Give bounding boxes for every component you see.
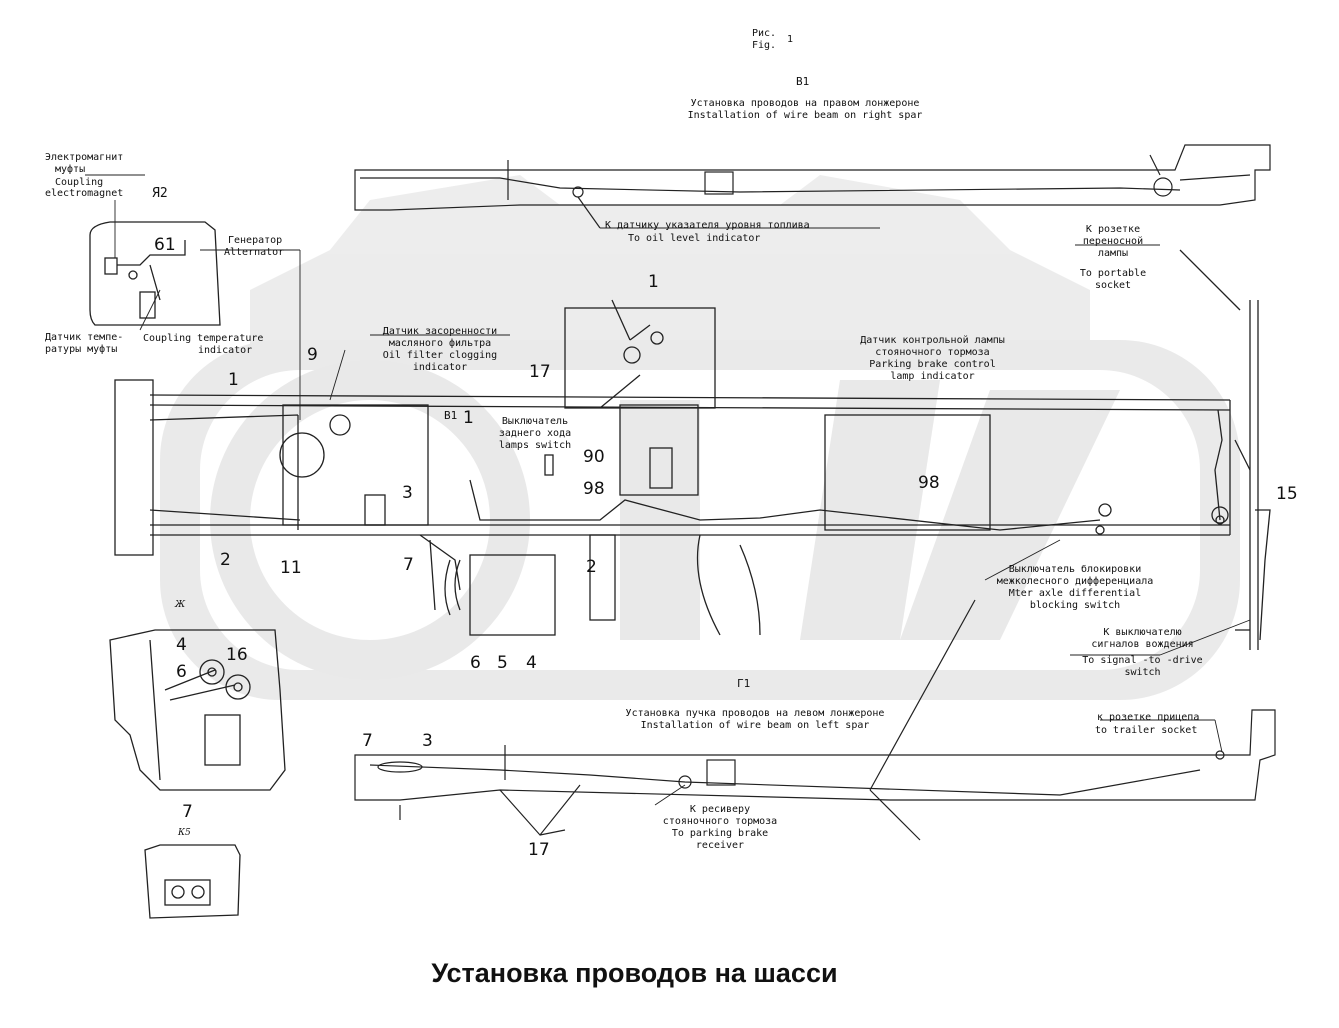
right-spar-title-en: Installation of wire beam on right spar (687, 110, 923, 121)
page-title: Установка проводов на шасси (431, 958, 838, 988)
portable-en-1: To portable (1079, 268, 1147, 279)
reverse-ru-2: заднего хода (498, 428, 572, 439)
left-spar-frame (354, 599, 1276, 841)
coupling-ru-1: Электромагнит (45, 152, 124, 163)
ref-num-1-c: 1 (648, 272, 659, 292)
detail-zh (109, 629, 286, 791)
ref-num-7-a: 7 (403, 555, 414, 575)
diff-en-1: Mter axle differential (1008, 588, 1142, 599)
ref-num-7-c: 7 (362, 731, 373, 751)
coupl-temp-ru-1: Датчик темпе- (45, 332, 124, 343)
oil-filter-en-2: indicator (412, 362, 468, 373)
ref-num-5: 5 (497, 653, 508, 673)
right-spar-title-ru: Установка проводов на правом лонжероне (690, 98, 920, 109)
parking-ru-1: Датчик контрольной лампы (860, 335, 1005, 346)
parking-en-1: Parking brake control (869, 359, 996, 370)
figure-number: 1 (787, 34, 794, 45)
view-zh-label: Ж (175, 600, 186, 610)
ref-num-1-a: 1 (228, 370, 239, 390)
trailer-en: to trailer socket (1095, 725, 1198, 736)
signal-en-2: switch (1124, 667, 1161, 678)
fuel-indicator-en: To oil level indicator (628, 233, 761, 244)
left-spar-title-en: Installation of wire beam on left spar (640, 720, 870, 731)
ref-num-90: 90 (583, 447, 605, 467)
ref-num-4-a: 4 (526, 653, 537, 673)
reverse-ru-1: Выключатель (501, 416, 569, 427)
ref-num-1-b: 1 (463, 408, 474, 428)
diff-ru-2: межколесного дифференциала (996, 576, 1154, 587)
ref-num-16: 16 (226, 645, 248, 665)
receiver-ru-2: стояночного тормоза (662, 816, 778, 827)
view-v1-center-label: В1 (444, 409, 458, 422)
ref-num-98-a: 98 (583, 479, 605, 499)
coupling-en-1: Coupling (55, 177, 104, 188)
receiver-en-1: To parking brake (671, 828, 769, 839)
oil-filter-ru-1: Датчик засоренности (382, 326, 498, 337)
diff-en-2: blocking switch (1029, 600, 1121, 611)
right-spar-frame (354, 144, 1271, 229)
ref-num-61: 61 (154, 235, 176, 255)
portable-ru-1: К розетке (1085, 224, 1141, 235)
receiver-en-2: receiver (695, 840, 745, 851)
ref-num-3-a: 3 (402, 483, 413, 503)
parking-ru-2: стояночного тормоза (875, 347, 990, 358)
detail-ya2 (89, 221, 221, 326)
receiver-ru-1: К ресиверу (689, 804, 751, 815)
ref-num-2-a: 2 (220, 550, 231, 570)
signal-ru-2: сигналов вождения (1091, 639, 1194, 650)
trailer-ru: к розетке прицепа (1097, 712, 1200, 723)
leader-lines (85, 174, 1251, 806)
coupl-temp-en-2: indicator (198, 345, 253, 356)
view-k5-label: К5 (178, 828, 191, 838)
oil-filter-en-1: Oil filter clogging (382, 350, 498, 361)
ref-num-2-b: 2 (586, 557, 597, 577)
portable-en-2: socket (1094, 280, 1132, 291)
diff-ru-1: Выключатель блокировки (1008, 564, 1142, 575)
ref-num-17-a: 17 (529, 362, 551, 382)
portable-ru-2: переносной (1082, 236, 1144, 247)
ref-num-17-b: 17 (528, 840, 550, 860)
ref-num-6-a: 6 (470, 653, 481, 673)
coupling-en-2: electromagnet (45, 188, 124, 199)
left-spar-view: Г1 (737, 677, 751, 690)
ref-num-3-b: 3 (422, 731, 433, 751)
coupling-ru-2: муфты (55, 164, 86, 175)
oil-filter-ru-2: масляного фильтра (388, 338, 492, 349)
alternator-en: Alternator (224, 247, 285, 258)
ref-num-6-b: 6 (176, 662, 187, 682)
figure-label-ru: Рис. (752, 28, 777, 39)
view-ya2-label: Я2 (152, 186, 168, 201)
right-spar-view: В1 (796, 75, 810, 88)
signal-ru-1: К выключателю (1103, 627, 1182, 638)
portable-ru-3: лампы (1097, 248, 1129, 259)
fuel-indicator-ru: К датчику указателя уровня топлива (605, 220, 810, 231)
left-spar-title-ru: Установка пучка проводов на левом лонжер… (625, 708, 885, 719)
ref-num-15: 15 (1276, 484, 1298, 504)
reverse-en: lamps switch (498, 440, 572, 451)
signal-en-1: To signal -to -drive (1082, 655, 1203, 666)
coupl-temp-ru-2: ратуры муфты (45, 344, 118, 355)
ref-num-98-b: 98 (918, 473, 940, 493)
parking-en-2: lamp indicator (890, 371, 975, 382)
ref-num-11: 11 (280, 558, 302, 578)
ref-num-4-b: 4 (176, 635, 187, 655)
ref-num-7-b: 7 (182, 802, 193, 822)
coupl-temp-en-1: Coupling temperature (143, 333, 264, 344)
chassis-frame (114, 249, 1271, 650)
alternator-ru: Генератор (228, 235, 283, 246)
detail-k5 (144, 844, 241, 919)
ref-num-9: 9 (307, 345, 318, 365)
figure-label-en: Fig. (752, 40, 777, 51)
